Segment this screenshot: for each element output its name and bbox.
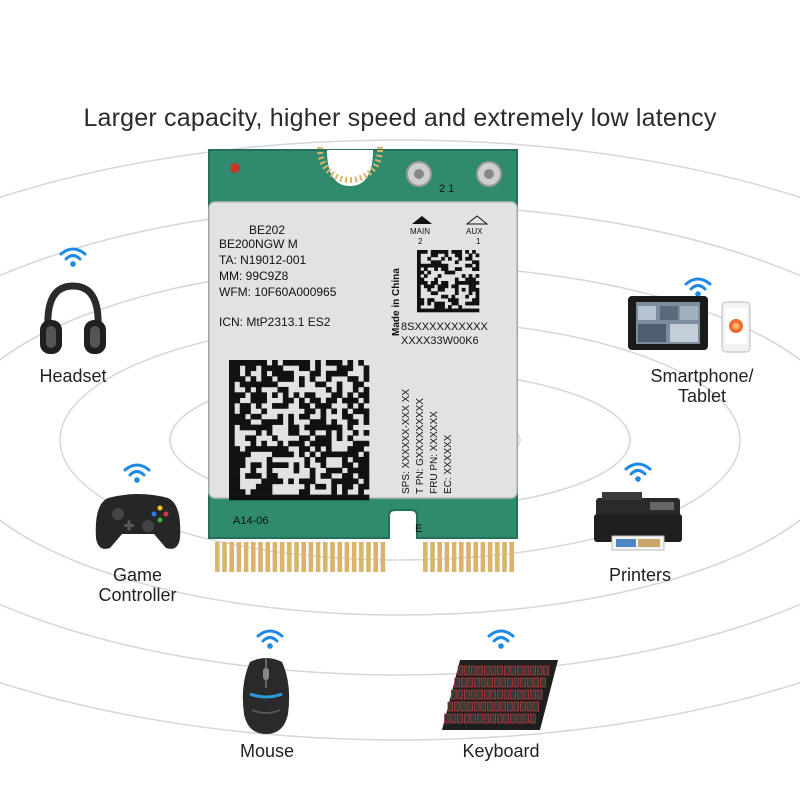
tpn-text: T PN: GXXXXXXXXX xyxy=(415,398,426,494)
pcb-text: A14-06 xyxy=(233,515,268,527)
printer-icon xyxy=(594,492,682,551)
wifi-icon xyxy=(487,629,515,649)
mouse-label: Mouse xyxy=(239,741,295,761)
serial2-text: XXXX33W00K6 xyxy=(401,335,479,347)
smartphone-label-2: Tablet xyxy=(677,386,727,406)
wifi-icon xyxy=(684,277,712,297)
wifi-icon xyxy=(123,463,151,483)
aux-label: AUX xyxy=(466,227,483,236)
frupn-text: FRU PN: XXXXXX xyxy=(429,411,440,494)
wifi-icon xyxy=(624,462,652,482)
model-text: BE202 xyxy=(249,223,285,237)
made-in-china-text: Made in China xyxy=(391,268,402,336)
printers-label: Printers xyxy=(608,565,671,585)
wifi-icon xyxy=(59,247,87,267)
smartphone-label-1: Smartphone/ xyxy=(650,366,754,386)
pcb-e-text: E xyxy=(415,523,422,535)
keyboard-label: Keyboard xyxy=(462,741,540,761)
wifi-icon xyxy=(256,629,284,649)
ec-text: EC: XXXXXX xyxy=(443,434,454,494)
part-number-text: BE200NGW M xyxy=(219,237,298,251)
wifi-card: 2 1 BE202 BE200NGW M TA: N19012-001 MM: … xyxy=(208,146,518,572)
aux-antenna-connector xyxy=(476,161,502,187)
connector-numbers: 2 1 xyxy=(439,183,454,195)
keyboard-icon xyxy=(442,660,558,730)
icn-text: ICN: MtP2313.1 ES2 xyxy=(219,315,331,329)
game-controller-label-1: Game xyxy=(112,565,163,585)
tablet-icon xyxy=(628,296,751,353)
main-antenna-connector xyxy=(406,161,432,187)
serial-text: 8SXXXXXXXXXX xyxy=(401,321,488,333)
ta-text: TA: N19012-001 xyxy=(219,253,306,267)
headset-icon xyxy=(40,282,106,354)
game-controller-label-2: Controller xyxy=(98,585,177,605)
headset-label: Headset xyxy=(39,366,107,386)
mm-text: MM: 99C9Z8 xyxy=(219,269,289,283)
wfm-text: WFM: 10F60A000965 xyxy=(219,285,337,299)
main-number: 2 xyxy=(418,237,423,246)
headline: Larger capacity, higher speed and extrem… xyxy=(83,104,717,132)
large-datamatrix xyxy=(229,360,370,501)
aux-number: 1 xyxy=(476,237,481,246)
sps-text: SPS: XXXXXX-XXX XX xyxy=(401,389,412,494)
main-label: MAIN xyxy=(410,227,430,236)
gold-fingers xyxy=(215,542,514,572)
small-datamatrix xyxy=(417,250,480,313)
mouse-icon xyxy=(242,658,290,734)
game-controller-icon xyxy=(95,494,181,549)
